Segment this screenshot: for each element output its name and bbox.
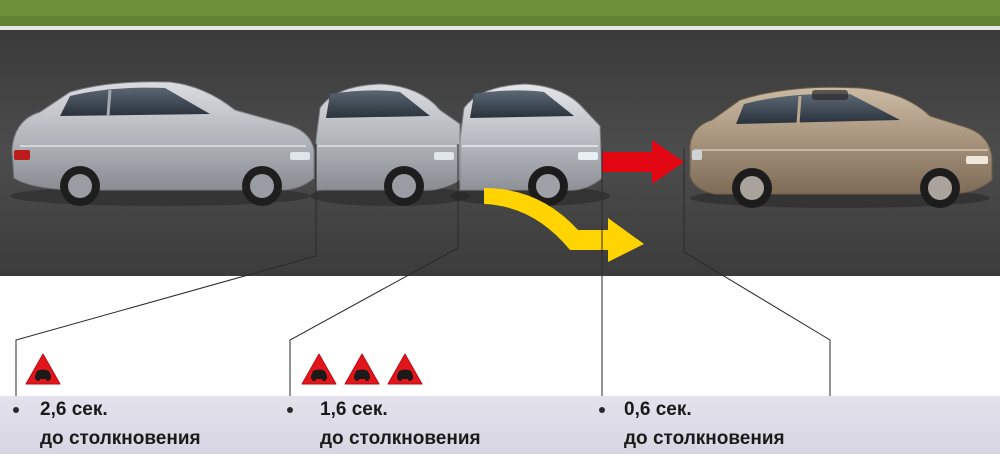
warning-triangle-car-icon	[301, 353, 337, 385]
warning-triangle-car-icon	[344, 353, 380, 385]
timing-label-1: 2,6 сек. до столкновения	[40, 395, 201, 453]
yellow-arrow	[484, 188, 644, 262]
car-bronze-leading	[689, 86, 993, 208]
timing-label-3-time: 0,6 сек.	[624, 399, 692, 420]
leader-line-1	[15, 144, 317, 410]
timing-label-2: 1,6 сек. до столкновения	[320, 395, 481, 453]
timing-label-2-time: 1,6 сек.	[320, 399, 388, 420]
timeline-stripe	[0, 396, 1000, 454]
car-silver-1	[10, 81, 315, 206]
leader-line-2	[289, 144, 459, 410]
warning-triangle-car-icon	[387, 353, 423, 385]
timing-label-1-time: 2,6 сек.	[40, 399, 108, 420]
timing-label-3: 0,6 сек. до столкновения	[624, 395, 785, 453]
timing-label-1-text: до столкновения	[40, 428, 201, 449]
timing-label-3-text: до столкновения	[624, 428, 785, 449]
warning-triangle-car-icon	[25, 353, 61, 385]
car-silver-3	[450, 83, 610, 206]
leader-line-4	[683, 148, 831, 450]
leader-lines	[15, 144, 831, 450]
red-arrow	[602, 140, 684, 184]
car-silver-2	[310, 83, 470, 206]
road-edge-line	[0, 26, 1000, 30]
timing-label-2-text: до столкновения	[320, 428, 481, 449]
